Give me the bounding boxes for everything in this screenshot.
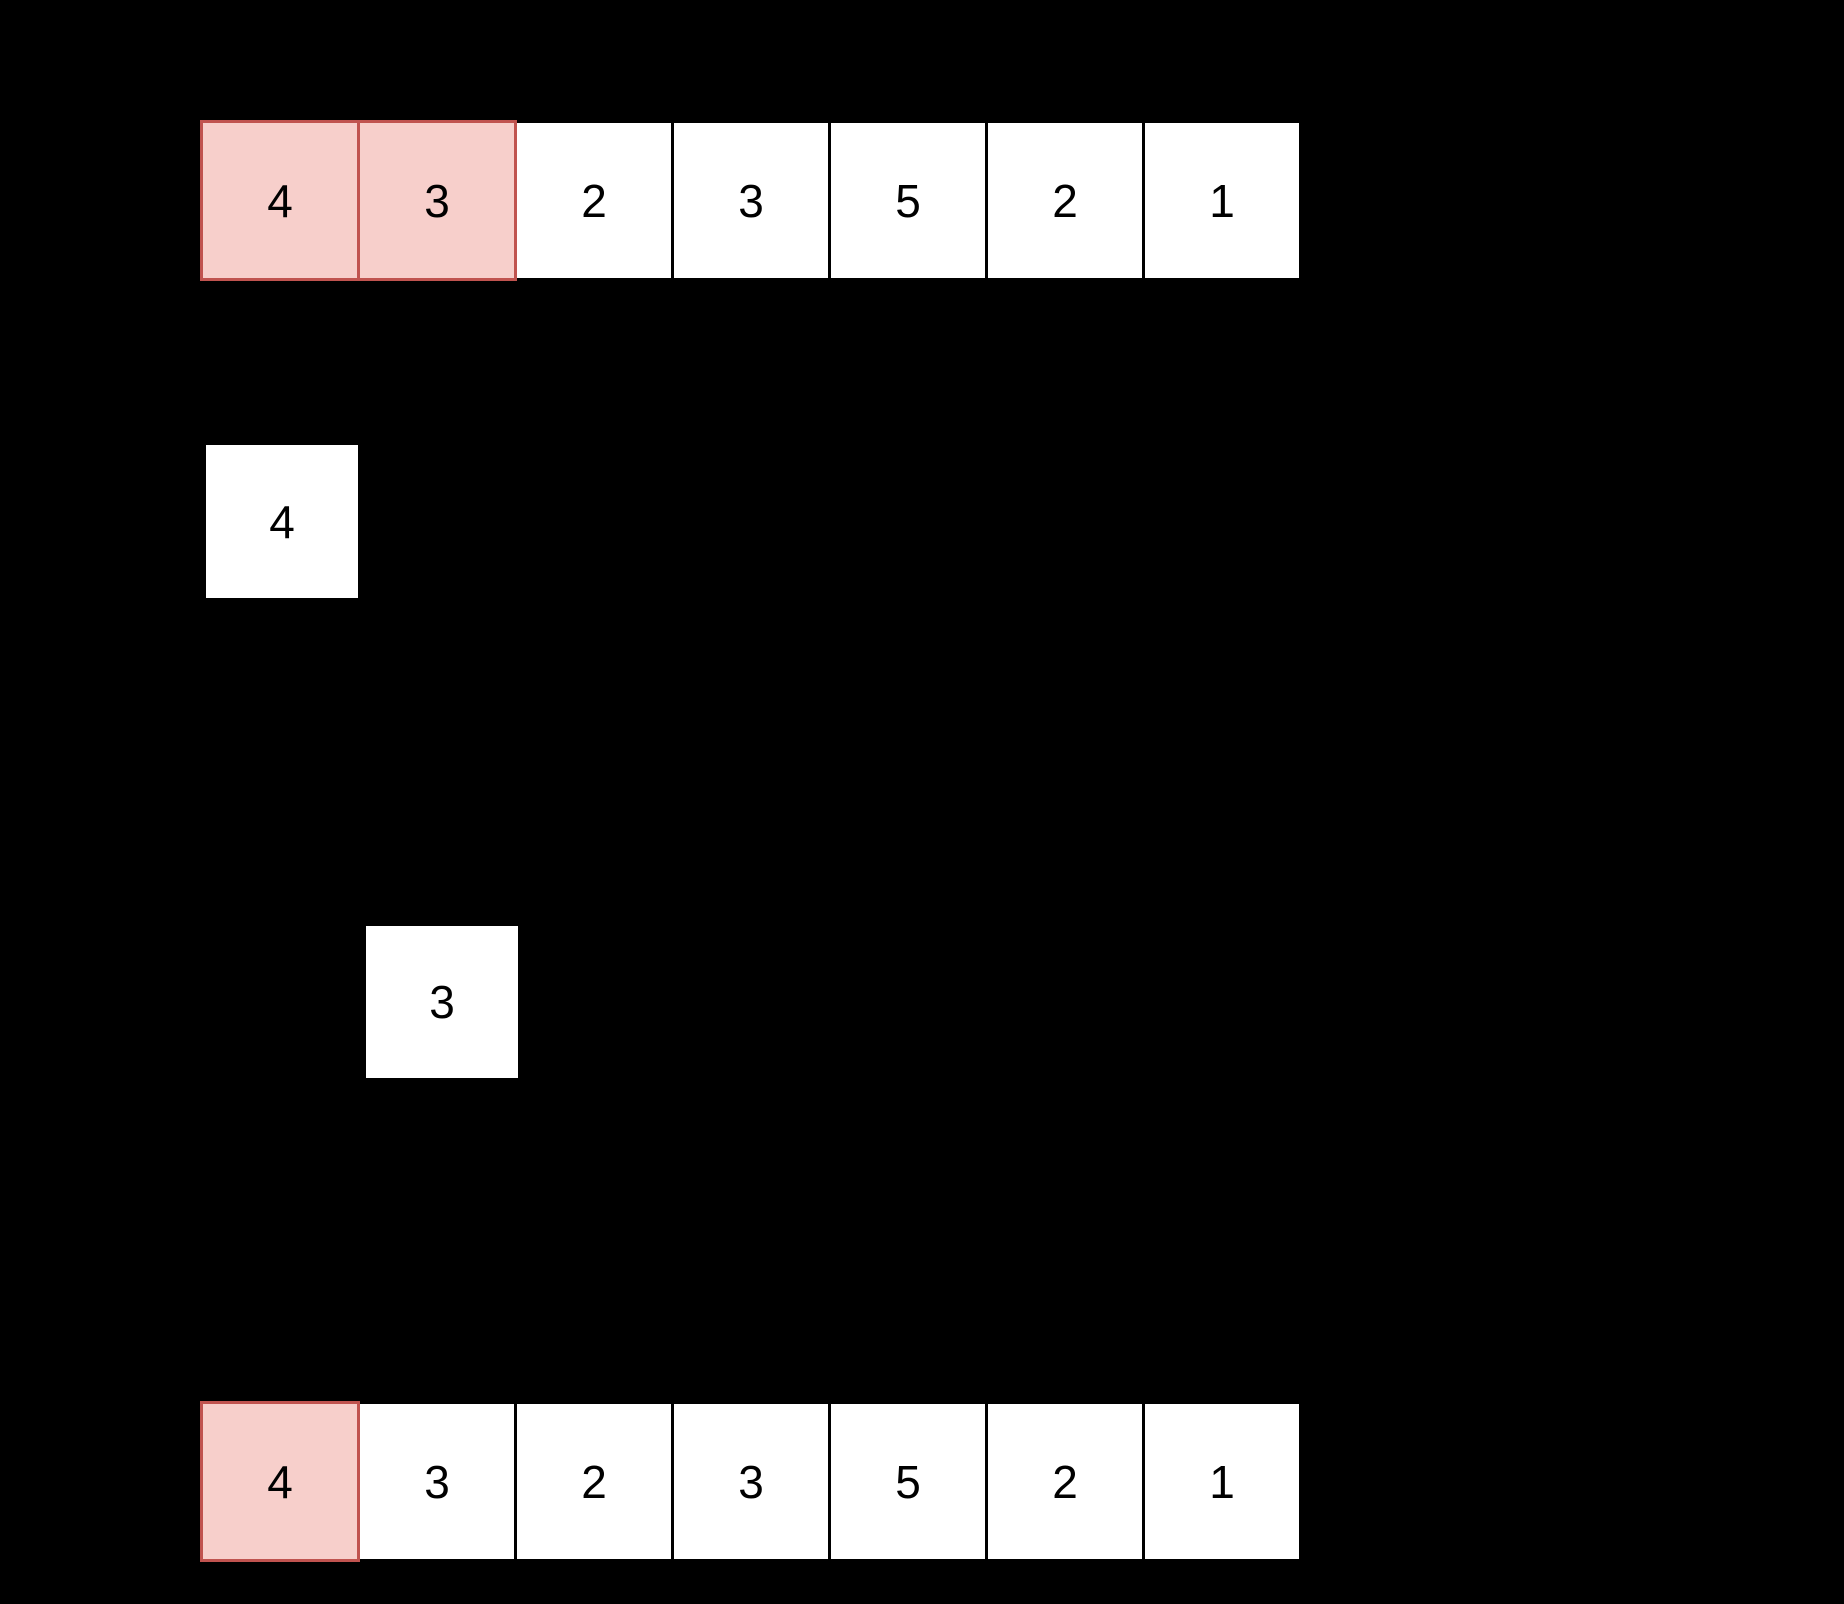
split-box-level-1: 4 (203, 442, 361, 601)
array-cell-value: 3 (738, 1455, 764, 1508)
array-cell-value: 2 (1052, 1455, 1078, 1508)
split-box-level-1-value: 4 (269, 495, 295, 548)
array-cell[interactable]: 5 (828, 1401, 988, 1562)
array-cell-value: 3 (424, 174, 450, 227)
array-cell-value: 3 (738, 174, 764, 227)
array-cell[interactable]: 4 (200, 120, 360, 281)
array-cell-value: 3 (424, 1455, 450, 1508)
array-cell[interactable]: 2 (514, 120, 674, 281)
array-cell[interactable]: 2 (985, 120, 1145, 281)
split-box-level-2-value: 3 (429, 976, 455, 1028)
array-cell-value: 5 (895, 1455, 921, 1508)
array-cell-value: 2 (1052, 174, 1078, 227)
split-box-level-2: 3 (363, 923, 521, 1081)
array-cell-value: 5 (895, 174, 921, 227)
array-cell[interactable]: 1 (1142, 1401, 1302, 1562)
array-cell-value: 1 (1209, 174, 1235, 227)
array-cell[interactable]: 3 (357, 120, 517, 281)
array-cell[interactable]: 4 (200, 1401, 360, 1562)
array-cell[interactable]: 1 (1142, 120, 1302, 281)
array-cell[interactable]: 3 (671, 1401, 831, 1562)
array-cell-value: 4 (267, 1455, 293, 1508)
array-bottom: 4 3 2 3 5 2 1 (200, 1401, 1302, 1562)
array-cell-value: 2 (581, 1455, 607, 1508)
array-top: 4 3 2 3 5 2 1 (200, 120, 1302, 281)
array-cell[interactable]: 3 (357, 1401, 517, 1562)
array-cell-value: 2 (581, 174, 607, 227)
array-cell-value: 1 (1209, 1455, 1235, 1508)
array-cell[interactable]: 2 (985, 1401, 1145, 1562)
array-cell[interactable]: 3 (671, 120, 831, 281)
array-cell[interactable]: 5 (828, 120, 988, 281)
array-cell-value: 4 (267, 174, 293, 227)
array-cell[interactable]: 2 (514, 1401, 674, 1562)
